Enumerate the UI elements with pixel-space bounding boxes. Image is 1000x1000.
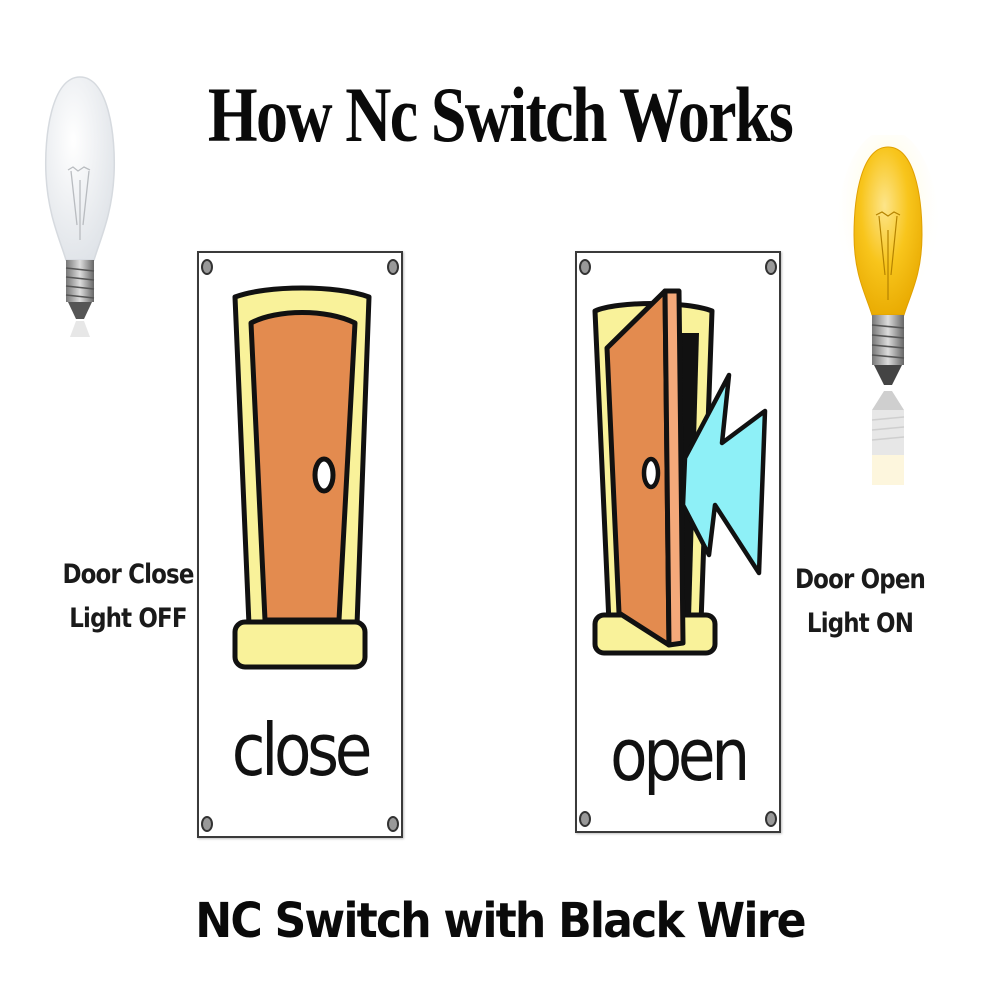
open-door-icon [592, 288, 768, 656]
light-off-text: Light OFF [69, 603, 187, 634]
screw-icon [579, 811, 591, 827]
door-close-text: Door Close [62, 559, 194, 590]
open-word: open [610, 713, 750, 797]
close-word: close [231, 708, 373, 792]
door-open-text: Door Open [794, 564, 926, 595]
closed-door-icon [232, 285, 372, 670]
door-close-label: Door Close Light OFF [60, 553, 196, 641]
diagram-title: How Nc Switch Works [207, 71, 794, 158]
screw-icon [765, 259, 777, 275]
screw-icon [201, 259, 213, 275]
close-panel: close [197, 251, 403, 838]
open-panel: open [575, 251, 781, 833]
door-open-label: Door Open Light ON [792, 558, 928, 646]
light-on-text: Light ON [806, 608, 914, 639]
wind-gust-icon [680, 372, 768, 576]
screw-icon [387, 259, 399, 275]
screw-icon [387, 816, 399, 832]
lightbulb-on-icon [838, 135, 938, 485]
screw-icon [765, 811, 777, 827]
screw-icon [579, 259, 591, 275]
lightbulb-off-icon [44, 76, 116, 337]
screw-icon [201, 816, 213, 832]
diagram-caption: NC Switch with Black Wire [195, 893, 806, 949]
